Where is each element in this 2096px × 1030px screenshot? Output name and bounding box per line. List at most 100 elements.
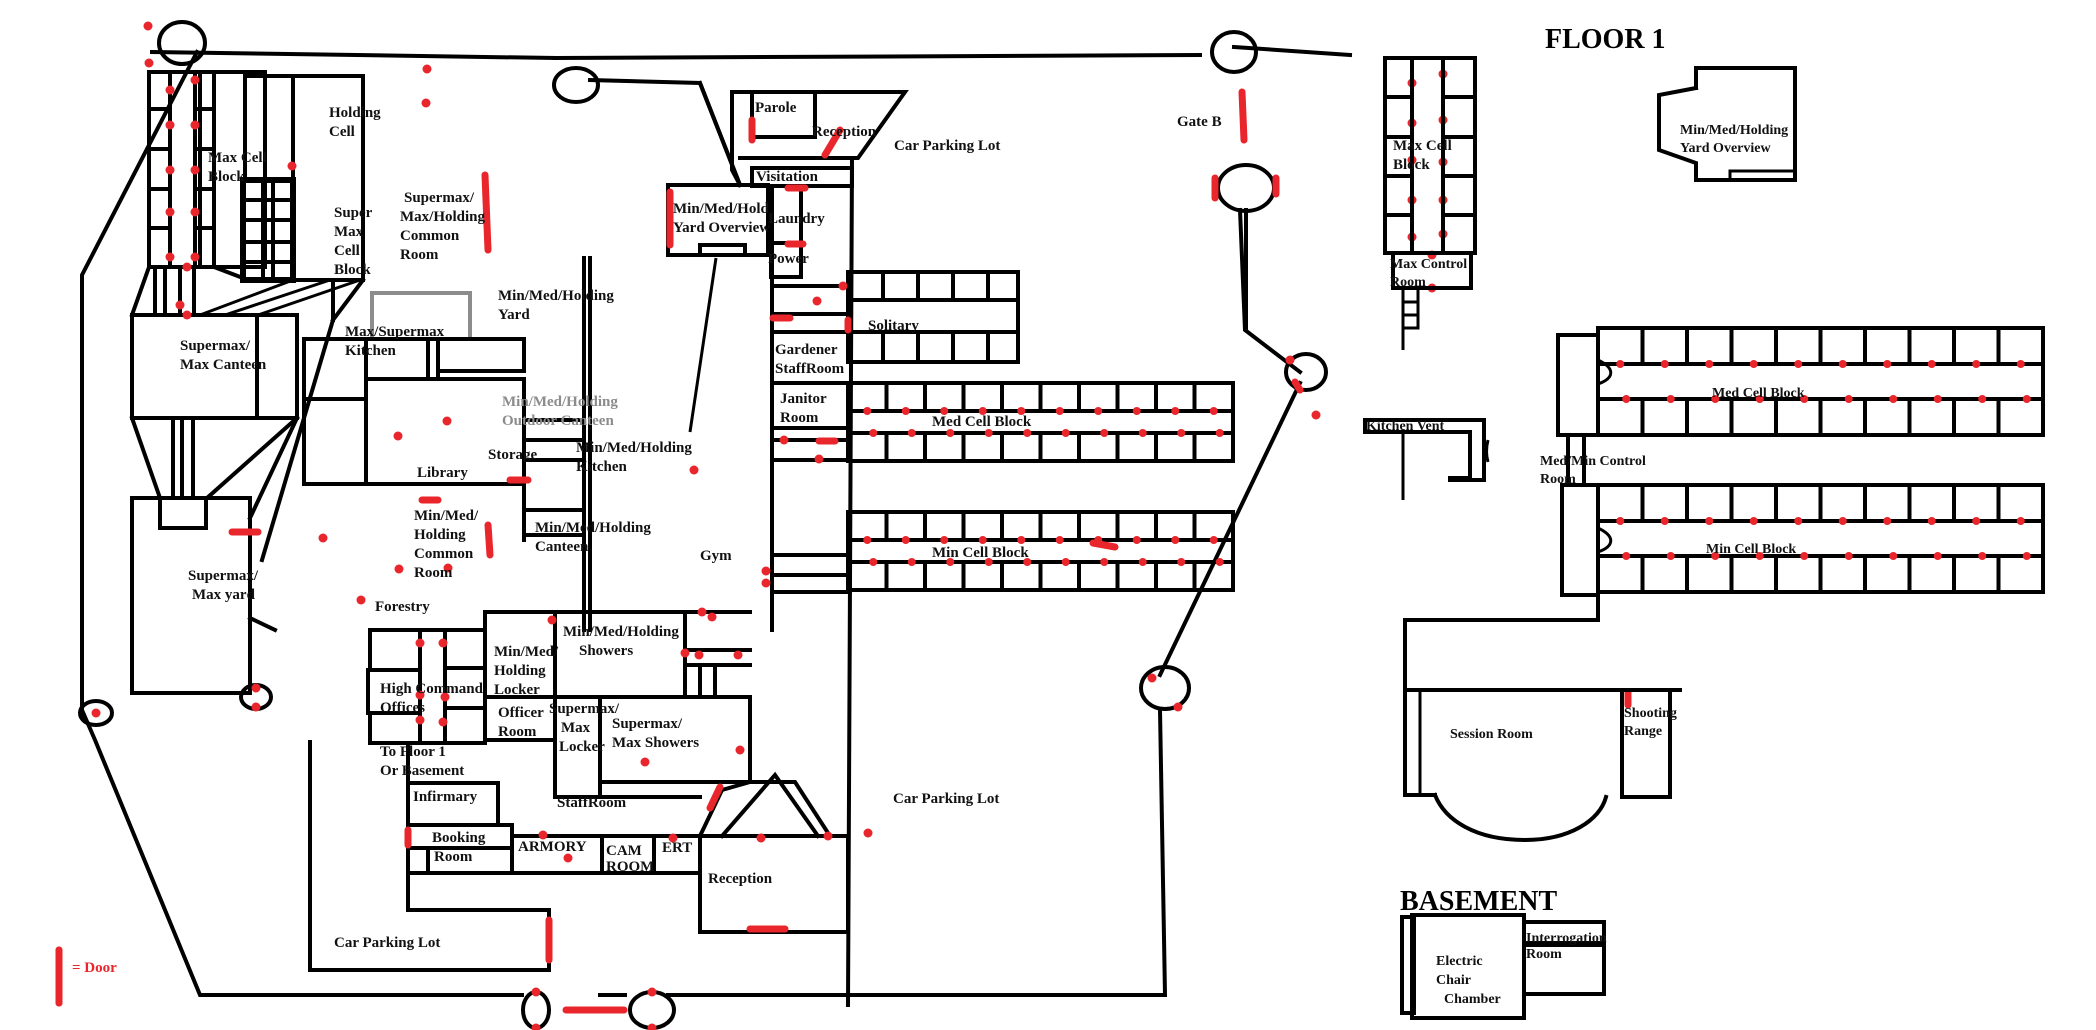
- cell-door: [1844, 552, 1853, 560]
- ert-label: ERT: [662, 840, 692, 856]
- cell-door: [1138, 558, 1147, 566]
- floor1-session-room-label: Session Room: [1450, 727, 1533, 742]
- door-marker: [251, 702, 261, 712]
- cell-door: [1978, 552, 1987, 560]
- door-marker: [761, 566, 771, 576]
- supermax-canteen-label: Supermax/Max Canteen: [180, 338, 267, 373]
- laundry-label: Laundry: [768, 211, 825, 227]
- cell-door: [1844, 395, 1853, 403]
- cell-door: [1705, 360, 1714, 368]
- cell-door: [907, 429, 916, 437]
- door-marker: [318, 533, 328, 543]
- cell-door: [1100, 558, 1109, 566]
- forestry-label: Forestry: [375, 599, 430, 615]
- door-marker: [689, 465, 699, 475]
- med-cell-block-ground[interactable]: [846, 381, 1235, 463]
- door-marker: [438, 638, 448, 648]
- car-parking-ne-label: Car Parking Lot: [894, 138, 1000, 154]
- door-marker: [438, 717, 448, 727]
- door-marker: [538, 830, 548, 840]
- cell-door: [1889, 395, 1898, 403]
- door-marker: [863, 828, 873, 838]
- guard-tower-se: [1139, 665, 1191, 711]
- door-marker: [415, 715, 425, 725]
- supermax-showers-label: Supermax/Max Showers: [612, 716, 699, 751]
- min-cell-block-ground[interactable]: [846, 510, 1235, 592]
- basement-rooms[interactable]: [1400, 913, 1606, 1020]
- door-marker: [668, 833, 678, 843]
- floor1-max-cell-block[interactable]: [1383, 56, 1477, 350]
- cell-door: [1622, 552, 1631, 560]
- cell-door: [1755, 552, 1764, 560]
- cell-door: [901, 536, 910, 544]
- storage-label: Storage: [488, 447, 537, 463]
- cell-door: [1055, 407, 1064, 415]
- service-rooms[interactable]: [770, 284, 852, 594]
- doors: [55, 21, 1632, 1030]
- cell-door: [984, 558, 993, 566]
- cell-door: [1215, 429, 1224, 437]
- door-legend: = Door: [55, 946, 117, 1007]
- door-marker: [694, 650, 704, 660]
- door-marker: [733, 650, 743, 660]
- cell-door: [978, 536, 987, 544]
- door-marker: [421, 98, 431, 108]
- floor1-med-cell-block[interactable]: [1596, 326, 2045, 437]
- floor1-min-cell-block[interactable]: [1596, 483, 2045, 594]
- solitary-label: Solitary: [868, 318, 919, 334]
- cell-door: [1171, 536, 1180, 544]
- cell-door: [978, 407, 987, 415]
- floor1-kitchen-vent-label: Kitchen Vent: [1366, 419, 1445, 434]
- holding-complex[interactable]: [240, 74, 365, 283]
- floor1-session-room[interactable]: [1403, 688, 1682, 843]
- supermax-yard[interactable]: [130, 317, 336, 695]
- door-marker: [547, 615, 557, 625]
- cell-door: [869, 558, 878, 566]
- cell-door: [1660, 517, 1669, 525]
- cell-door: [1023, 429, 1032, 437]
- supermax-canteen-block[interactable]: [129, 278, 335, 501]
- cell-door: [1883, 360, 1892, 368]
- door-marker: [761, 578, 771, 588]
- floor1-kitchen-vent[interactable]: [1363, 418, 1490, 500]
- door-marker: [1147, 673, 1157, 683]
- cell-door: [1666, 395, 1675, 403]
- cell-door: [2016, 360, 2025, 368]
- door-marker: [190, 207, 200, 217]
- max-corridor: [129, 264, 361, 318]
- cell-door: [1666, 552, 1675, 560]
- cell-door: [869, 429, 878, 437]
- door-marker: [165, 120, 175, 130]
- cell-door: [1100, 429, 1109, 437]
- door-marker: [1285, 355, 1295, 365]
- visitation-label: Visitation: [756, 169, 819, 185]
- door-marker: [838, 281, 848, 291]
- cell-door: [1132, 407, 1141, 415]
- floor1-control-room[interactable]: [1403, 333, 1613, 692]
- cell-door: [946, 558, 955, 566]
- cell-door: [1209, 536, 1218, 544]
- door-marker: [640, 757, 650, 767]
- gym-corridor[interactable]: [522, 256, 592, 632]
- solitary-block[interactable]: [846, 270, 1020, 364]
- door-marker: [563, 853, 573, 863]
- floor1-yard-overview[interactable]: [1657, 66, 1797, 182]
- power-label: Power: [768, 251, 809, 267]
- cell-door: [1927, 517, 1936, 525]
- guard-tower-west: [78, 699, 114, 727]
- door-marker: [647, 1023, 657, 1030]
